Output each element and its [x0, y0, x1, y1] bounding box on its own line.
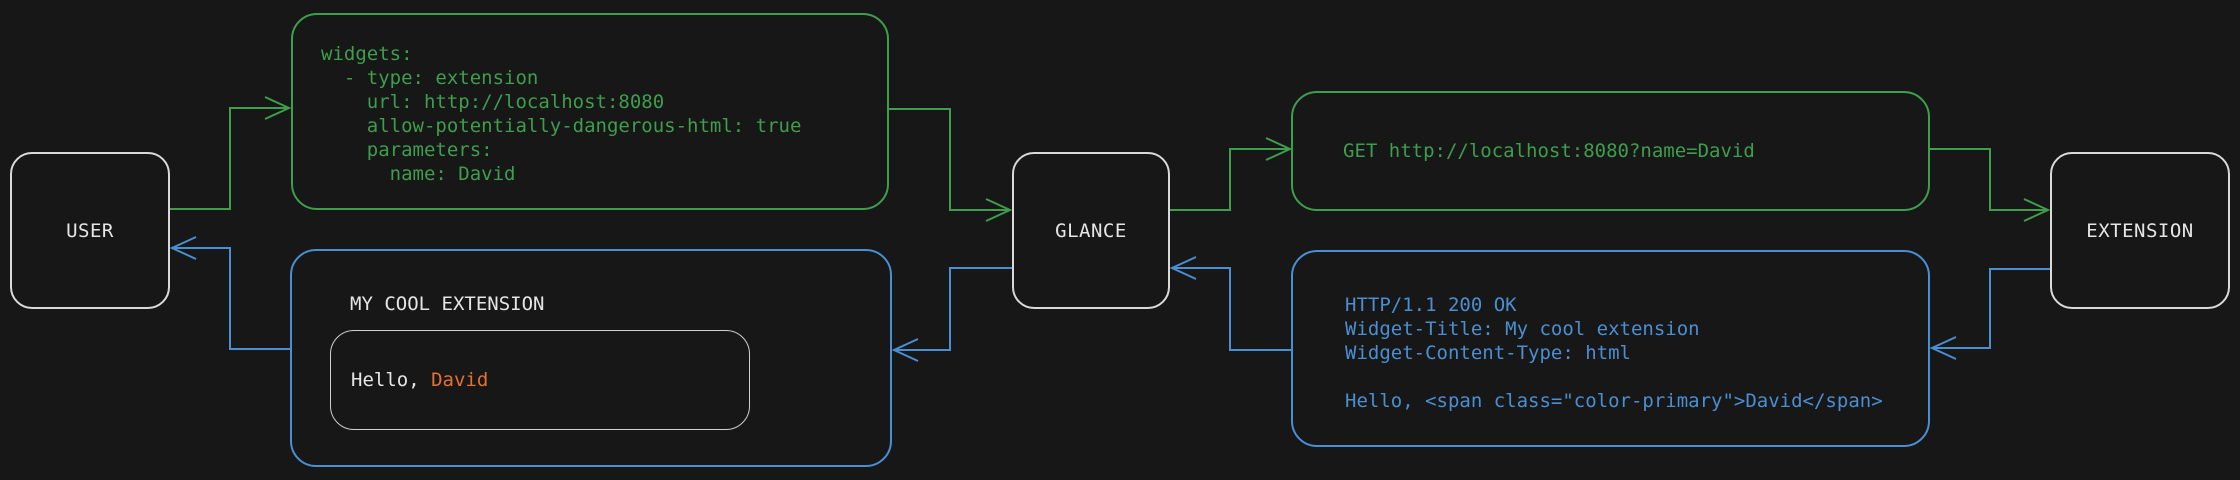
node-extension: EXTENSION — [2050, 152, 2230, 309]
arrow-config-to-glance — [889, 108, 1013, 222]
http-request-line: GET http://localhost:8080?name=David — [1343, 140, 1755, 162]
node-glance-label: GLANCE — [1055, 219, 1127, 242]
arrow-user-to-config — [170, 96, 292, 210]
http-request-box: GET http://localhost:8080?name=David — [1291, 91, 1930, 211]
config-yaml-code: widgets: - type: extension url: http://l… — [321, 43, 802, 185]
widget-rendered-content: Hello, David — [330, 330, 750, 430]
http-response-code: HTTP/1.1 200 OK Widget-Title: My cool ex… — [1345, 294, 1883, 412]
http-response-box: HTTP/1.1 200 OK Widget-Title: My cool ex… — [1291, 250, 1930, 447]
arrow-response-to-glance — [1169, 256, 1291, 351]
node-user: USER — [10, 152, 170, 309]
node-user-label: USER — [66, 219, 114, 242]
node-glance: GLANCE — [1012, 152, 1170, 309]
arrow-glance-to-widget — [891, 267, 1012, 362]
widget-preview-box: MY COOL EXTENSION Hello, David — [290, 249, 892, 467]
arrow-request-to-extension — [1930, 148, 2051, 222]
arrow-extension-to-response — [1929, 268, 2050, 360]
widget-title: MY COOL EXTENSION — [350, 293, 545, 315]
widget-hello-text: Hello, — [351, 369, 432, 391]
arrow-glance-to-request — [1170, 137, 1293, 211]
node-extension-label: EXTENSION — [2086, 219, 2194, 242]
config-yaml-box: widgets: - type: extension url: http://l… — [291, 13, 889, 210]
arrow-widget-to-user — [169, 236, 290, 350]
widget-hello-name: David — [431, 369, 489, 391]
